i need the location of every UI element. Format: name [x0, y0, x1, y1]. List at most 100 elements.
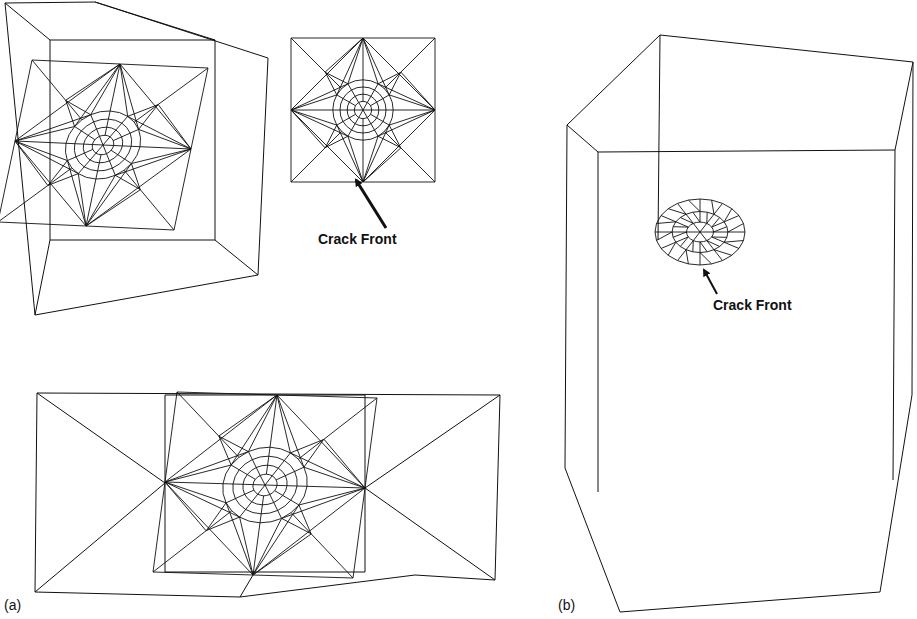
mesh-line [276, 467, 304, 480]
mesh-line [676, 218, 681, 222]
mesh-line [231, 465, 255, 479]
mesh-line [707, 241, 720, 247]
mesh-line [707, 203, 723, 223]
mesh-line [363, 38, 389, 95]
mesh-line [111, 150, 131, 163]
mesh-line [67, 161, 86, 226]
mesh-line [707, 241, 723, 261]
mesh-line [87, 177, 96, 179]
mesh-line [226, 503, 253, 575]
mesh-line [371, 95, 390, 106]
mesh-line [340, 104, 342, 110]
mesh-line [77, 131, 81, 137]
mesh-line [115, 175, 140, 189]
mesh-line [325, 131, 341, 147]
mesh-line [15, 141, 86, 226]
crack-front-label: Crack Front [316, 231, 399, 247]
mesh-line [274, 500, 279, 503]
mesh-line [165, 482, 253, 575]
crack-front-label: Crack Front [711, 297, 794, 313]
mesh-line [107, 154, 116, 176]
mesh-line [291, 110, 325, 148]
mesh-line [275, 488, 277, 491]
mesh-line [363, 38, 378, 84]
mesh-line [375, 126, 380, 130]
box-outline [5, 2, 268, 315]
mesh-line [268, 503, 274, 505]
mesh-line [304, 467, 307, 476]
mesh-line [266, 447, 270, 474]
leader-arrow [704, 270, 717, 294]
mesh-line [693, 222, 696, 223]
mesh-line [219, 436, 248, 451]
mesh-line [688, 264, 700, 265]
mesh-line [700, 222, 704, 223]
mesh-line [260, 475, 263, 476]
mesh-line [219, 395, 277, 436]
mesh-line [265, 476, 272, 485]
mesh-line [257, 504, 263, 506]
mesh-line [252, 457, 260, 460]
mesh-line [86, 149, 191, 226]
mesh-line [91, 170, 98, 171]
mesh-line [140, 138, 142, 147]
mesh-line [744, 232, 746, 241]
mesh-line [120, 64, 139, 129]
mesh-line [243, 484, 244, 489]
mesh-line [120, 64, 128, 116]
mesh-line [706, 212, 707, 223]
mesh-line [369, 88, 375, 90]
mesh-line [693, 251, 700, 253]
mesh-line [253, 513, 261, 514]
mesh-line [347, 126, 352, 130]
mesh-line [240, 517, 250, 521]
mesh-line [673, 222, 676, 227]
mesh-line [97, 128, 102, 130]
mesh-line [363, 87, 369, 89]
mesh-line [363, 94, 367, 96]
mesh-line [248, 395, 277, 452]
mesh-line [272, 453, 290, 476]
mesh-line [253, 488, 365, 575]
mesh-line [363, 148, 401, 182]
mesh-line [377, 114, 379, 118]
section-edge [365, 395, 500, 488]
mesh-line [355, 139, 363, 140]
mesh-line [277, 395, 290, 453]
mesh-line [347, 110, 349, 114]
mesh-line [333, 110, 334, 118]
mesh-line [233, 484, 234, 492]
mesh-line [32, 60, 66, 101]
mesh-line [15, 127, 75, 142]
mesh-line [707, 212, 714, 214]
mesh-line [371, 96, 374, 99]
mesh-line [95, 138, 97, 140]
mesh-line [277, 395, 304, 467]
mesh-line [131, 140, 132, 147]
mesh-line [723, 255, 732, 260]
mesh-line [363, 80, 371, 81]
mesh-line [113, 129, 138, 140]
mesh-line [116, 130, 119, 133]
mesh-line [668, 203, 677, 208]
mesh-line [270, 495, 282, 519]
mesh-line [130, 133, 132, 139]
mesh-line [668, 242, 676, 255]
mesh-line [253, 484, 265, 485]
mesh-line [296, 479, 297, 487]
mesh-line [739, 241, 744, 249]
mesh-line [153, 531, 206, 573]
mesh-line [96, 178, 106, 180]
section-edge [37, 393, 165, 483]
box-edge [95, 2, 215, 40]
mesh-line [76, 157, 79, 163]
mesh-line [240, 494, 258, 517]
mesh-line [379, 122, 383, 127]
mesh-line [109, 150, 111, 152]
mesh-line [269, 456, 277, 457]
mesh-line [245, 460, 252, 464]
mesh-line [102, 127, 107, 128]
mesh-line [110, 111, 119, 113]
mesh-line [379, 94, 383, 99]
mesh-line [714, 247, 720, 250]
